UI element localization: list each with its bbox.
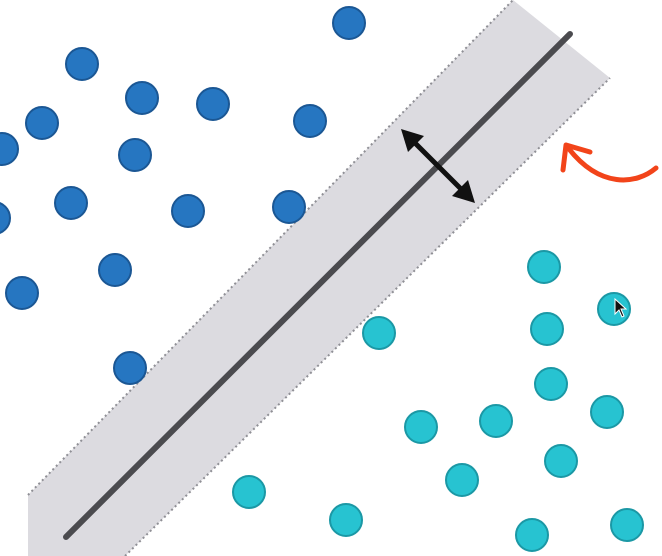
class-b-point xyxy=(232,475,266,509)
separating-hyperplane xyxy=(63,31,573,540)
class-b-point xyxy=(527,250,561,284)
margin-edge-lower xyxy=(124,77,611,556)
class-a-point xyxy=(272,190,306,224)
class-a-points xyxy=(0,6,366,385)
class-b-point xyxy=(530,312,564,346)
class-a-point xyxy=(171,194,205,228)
class-a-point xyxy=(0,132,19,166)
class-b-point xyxy=(534,367,568,401)
class-b-point xyxy=(610,508,644,542)
class-a-point xyxy=(65,47,99,81)
class-b-point xyxy=(590,395,624,429)
class-b-point xyxy=(544,444,578,478)
mouse-pointer-icon xyxy=(614,298,628,318)
class-b-point xyxy=(479,404,513,438)
class-a-point xyxy=(98,253,132,287)
double-headed-arrow-icon xyxy=(401,129,475,203)
class-b-point xyxy=(329,503,363,537)
class-a-point xyxy=(5,276,39,310)
class-b-point xyxy=(362,316,396,350)
class-a-point xyxy=(25,106,59,140)
margin-edge-upper xyxy=(27,0,514,496)
class-a-point xyxy=(113,351,147,385)
class-b-point xyxy=(404,410,438,444)
class-a-point xyxy=(54,186,88,220)
class-b-point xyxy=(445,463,479,497)
class-b-points xyxy=(232,250,644,552)
class-a-point xyxy=(0,202,11,234)
class-a-point xyxy=(332,6,366,40)
class-a-point xyxy=(293,104,327,138)
class-a-point xyxy=(118,138,152,172)
class-a-point xyxy=(125,81,159,115)
curved-arrow-icon xyxy=(560,142,659,183)
class-a-point xyxy=(196,87,230,121)
class-b-point xyxy=(515,518,549,552)
